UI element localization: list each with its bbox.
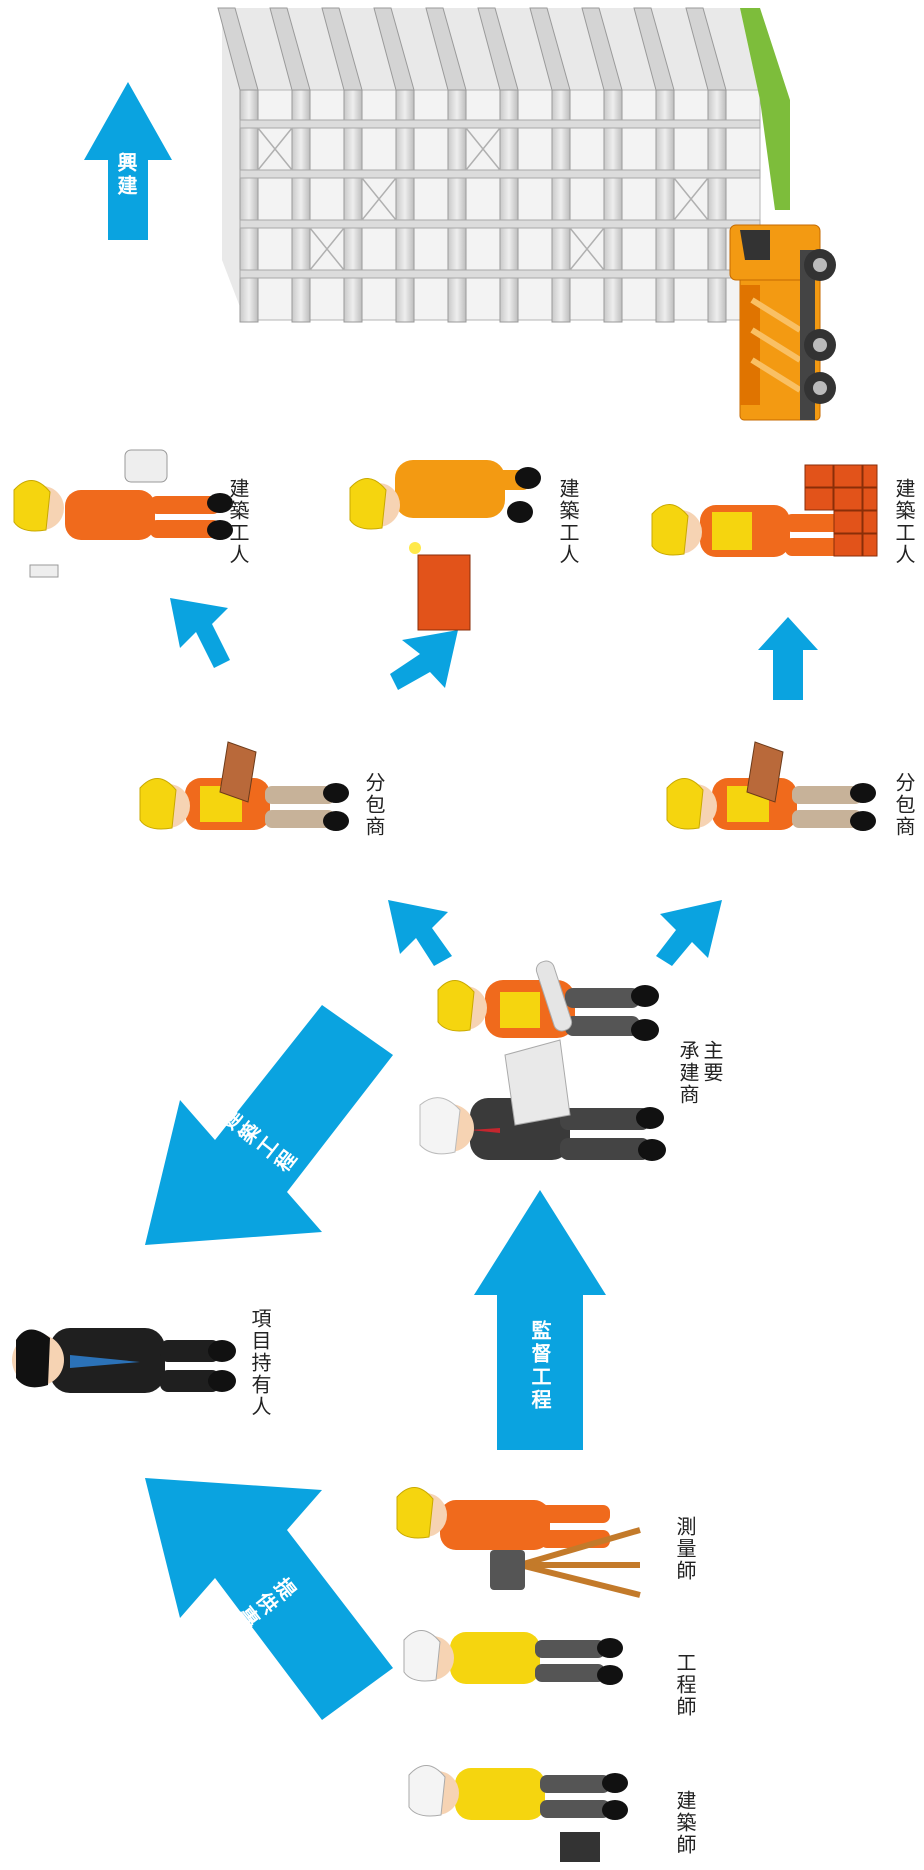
arrow-small-5 (656, 900, 722, 966)
surveyor-figure (396, 1487, 641, 1598)
arrow-execute (145, 1005, 393, 1245)
worker-bricklayer-figure (651, 464, 878, 557)
owner-figure (12, 1328, 236, 1393)
subcontractor-top-label: 分包商 (362, 772, 386, 838)
main-contractor-boss-figure (419, 1039, 666, 1161)
arrow-supervise (474, 1190, 606, 1450)
build-label: 興建 (114, 152, 138, 198)
worker-painter-figure (13, 449, 233, 578)
building-frame (217, 7, 790, 323)
arrow-small-2 (390, 630, 458, 690)
worker-label-3: 建築工人 (892, 478, 916, 566)
main-contractor-label-2: 承建商 (676, 1040, 700, 1106)
arrow-small-3 (758, 617, 818, 700)
arrow-small-4 (388, 900, 452, 966)
main-contractor-foreman-figure (437, 960, 659, 1041)
subcontractor-bottom-label: 分包商 (892, 772, 916, 838)
architect-label: 建築師 (673, 1790, 697, 1856)
engineer-figure (403, 1630, 623, 1685)
arrows (84, 82, 818, 1720)
main-contractor-label-1: 主要 (700, 1040, 724, 1084)
surveyor-label: 測量師 (673, 1516, 697, 1582)
supervise-label: 監督工程 (528, 1320, 552, 1412)
arrow-small-1 (170, 598, 230, 668)
dump-truck (729, 224, 836, 421)
arrow-build (84, 82, 172, 240)
worker-label-1: 建築工人 (226, 478, 250, 566)
owner-label: 項目持有人 (248, 1308, 272, 1418)
worker-label-2: 建築工人 (556, 478, 580, 566)
subcontractor-top-figure (139, 741, 349, 831)
subcontractor-bottom-figure (666, 741, 876, 831)
architect-figure (408, 1765, 628, 1862)
worker-welder-figure (349, 460, 541, 631)
arrow-advise (145, 1478, 393, 1720)
engineer-label: 工程師 (673, 1652, 697, 1718)
